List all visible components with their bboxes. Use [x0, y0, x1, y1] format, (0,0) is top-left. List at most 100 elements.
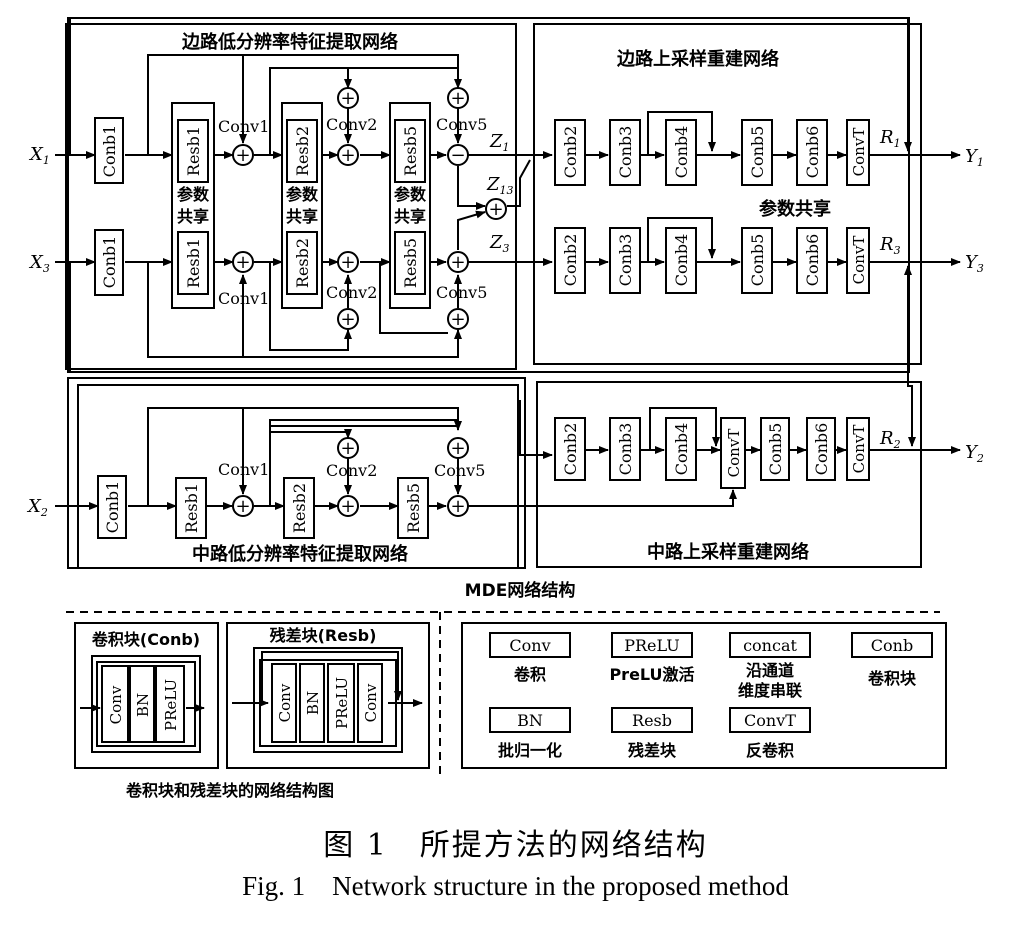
resb2-block-bottom: [286, 231, 318, 295]
resb-detail-labels: Conv BN PReLU Conv: [276, 677, 380, 729]
prelu-label: PReLU: [333, 677, 351, 729]
side-upsample-wiring: [69, 17, 961, 373]
block-detail-caption: 卷积块和残差块的网络结构图: [125, 781, 334, 800]
sum-node-conv1-mid: [232, 495, 254, 517]
output-y1-label: Y1: [965, 146, 984, 169]
input-x1-label: X1: [28, 144, 50, 167]
conb4-block-mid: [665, 417, 697, 481]
sum-node-conv1-bottom: [232, 251, 254, 273]
conb4-label: Conb4: [672, 234, 691, 287]
conv5-label-top: Conv5: [436, 115, 487, 134]
resb1-label-bottom: Resb1: [184, 238, 203, 288]
plus-symbol: +: [488, 199, 503, 220]
conb4-label: Conb4: [672, 126, 691, 179]
legend-desc-conv: 卷积: [513, 665, 546, 684]
conb5-label: Conb5: [748, 234, 767, 287]
legend-key-conv: Conv: [509, 636, 550, 655]
conb5-block-top: [741, 119, 773, 186]
resb5-label-mid: Resb5: [404, 483, 423, 533]
conv1-label-top: Conv1: [218, 117, 269, 136]
conb2-block-mid: [554, 417, 586, 481]
conv2-label-bottom: Conv2: [326, 283, 377, 302]
conb6-block-bottom: [796, 227, 828, 294]
sum-node-skip2-mid: [337, 437, 359, 459]
conb5-block-bottom: [741, 227, 773, 294]
conb3-label: Conb3: [616, 126, 635, 179]
mid-sum-nodes: [232, 437, 469, 517]
plus-symbol: +: [450, 252, 465, 273]
plus-symbol: +: [340, 252, 355, 273]
conb3-block-bottom: [609, 227, 641, 294]
output-y2-label: Y2: [965, 442, 984, 465]
bn-label: BN: [134, 693, 152, 717]
z13-label: Z13: [486, 174, 514, 197]
mid-upsample-title: 中路上采样重建网络: [647, 541, 809, 563]
conb-detail-labels: Conv BN PReLU: [107, 679, 180, 731]
conb-detail: [80, 655, 205, 753]
sum-node-conv2-bottom: [337, 251, 359, 273]
legend-key-box: [611, 632, 693, 658]
upsample-param-share-label: 参数共享: [759, 198, 831, 220]
plus-symbol: +: [340, 145, 355, 166]
resb5-label-top: Resb5: [401, 126, 420, 176]
side-sum-symbols: + + + + + + + − + + +: [235, 88, 503, 330]
r3-label: R3: [879, 234, 901, 257]
conb2-label: Conb2: [561, 126, 580, 179]
io-labels: X1 X3 X2 Z1 Z13 Z3 R1 R3 R2 Y1 Y3 Y2: [26, 127, 984, 519]
resb5-label-bottom: Resb5: [401, 238, 420, 288]
resb5-block-top: [394, 119, 426, 183]
mid-low-res-wiring: [55, 400, 737, 510]
conb2-block-bottom: [554, 227, 586, 294]
plus-symbol: +: [340, 309, 355, 330]
conb4-label: Conb4: [672, 423, 691, 476]
legend-key-box: [489, 632, 571, 658]
conb1-block-top: [94, 117, 124, 184]
convt-label: ConvT: [850, 425, 868, 474]
figure-caption-cn: 图 1 所提方法的网络结构: [323, 828, 708, 863]
convt-block-mid-1: [720, 417, 746, 489]
mid-low-res-title: 中路低分辨率特征提取网络: [192, 543, 408, 565]
conb6-block-mid: [806, 417, 836, 481]
sum-node-skip2-bottom: [337, 308, 359, 330]
concat-node-z13: [485, 198, 507, 220]
legend-key-convt: ConvT: [744, 711, 796, 730]
param-share-label-3a: 参数: [394, 185, 427, 204]
conb1-label-mid: Conb1: [103, 481, 122, 534]
conv2-label-top: Conv2: [326, 115, 377, 134]
conb4-block-top: [665, 119, 697, 186]
r1-label: R1: [879, 127, 901, 150]
input-x2-label: X2: [26, 496, 48, 519]
sum-node-skip5-top: [447, 87, 469, 109]
legend-key-bn: BN: [517, 711, 543, 730]
conb2-label: Conb2: [561, 423, 580, 476]
legend-key-texts: Conv PReLU concat Conb BN Resb ConvT: [509, 636, 913, 730]
sum-node-conv1-top: [232, 144, 254, 166]
convt-block-mid-2: [846, 417, 870, 481]
dashed-separators: [66, 611, 940, 780]
r2-label: R2: [879, 428, 901, 451]
legend-key-prelu: PReLU: [624, 636, 680, 655]
conb1-block-mid: [97, 475, 127, 539]
plus-symbol: +: [340, 88, 355, 109]
legend-key-concat: concat: [743, 636, 797, 655]
conb5-label: Conb5: [766, 423, 785, 476]
side-low-res-title: 边路低分辨率特征提取网络: [181, 31, 398, 53]
convt-block-bottom: [846, 227, 870, 294]
z3-label: Z3: [489, 232, 510, 255]
sum-node-conv2-top: [337, 144, 359, 166]
resb2-label-bottom: Resb2: [293, 238, 312, 288]
resb-detail: [232, 647, 423, 753]
sum-node-conv5-bottom: [447, 251, 469, 273]
side-low-res-wiring: [55, 54, 553, 358]
param-share-label-1a: 参数: [177, 185, 210, 204]
resb1-block-mid: [175, 477, 207, 539]
plus-symbol: +: [235, 145, 250, 166]
legend-key-box: [729, 632, 811, 658]
legend-key-box: [611, 707, 693, 733]
input-x3-label: X3: [28, 252, 50, 275]
plus-symbol: +: [450, 309, 465, 330]
side-conv-labels: Conv1 Conv1 Conv2 Conv2 Conv5 Conv5: [218, 115, 487, 308]
legend-key-box: [729, 707, 811, 733]
legend-desc-conb: 卷积块: [867, 669, 917, 688]
plus-symbol: +: [450, 438, 465, 459]
